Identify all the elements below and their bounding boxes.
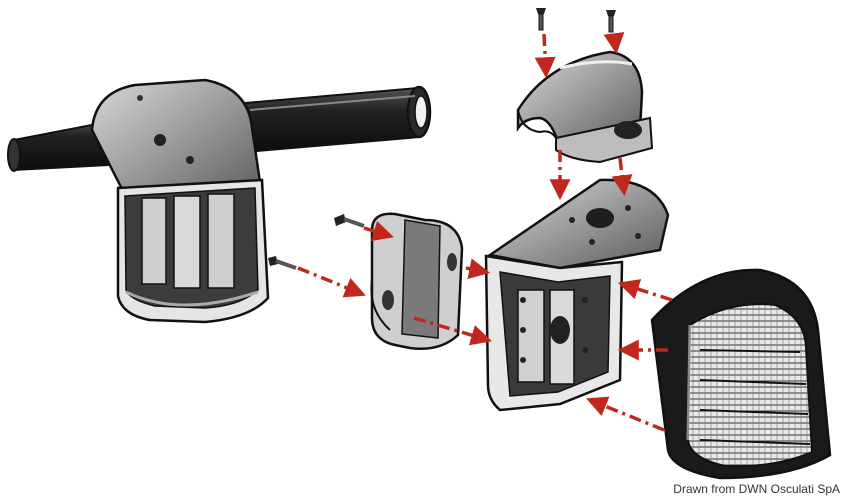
angled-bracket <box>484 178 670 412</box>
mounting-hole-icon <box>586 208 614 228</box>
arrow-icon <box>603 32 625 55</box>
assembly-arrows <box>297 32 673 432</box>
navigation-light <box>650 268 832 480</box>
rail-clamp <box>516 50 654 164</box>
rail-bracket <box>90 78 270 324</box>
arrow-icon <box>611 157 633 197</box>
arrow-icon <box>617 279 673 302</box>
screw-icon <box>536 8 546 31</box>
screw-icon <box>334 214 365 228</box>
arrow-icon <box>534 33 556 79</box>
screw-icon <box>606 10 616 33</box>
arrow-icon <box>363 221 395 242</box>
arrow-icon <box>465 258 491 280</box>
screw-hole-icon <box>186 156 194 164</box>
screw-hole-icon <box>154 134 166 146</box>
arrow-icon <box>297 266 366 298</box>
rail-tube <box>7 85 432 172</box>
credit-caption: Drawn from DWN Osculati SpA <box>673 482 840 496</box>
screw-icon <box>268 256 297 270</box>
arrow-icon <box>586 396 665 432</box>
screws <box>268 8 616 270</box>
flat-mounting-plate <box>370 212 464 350</box>
